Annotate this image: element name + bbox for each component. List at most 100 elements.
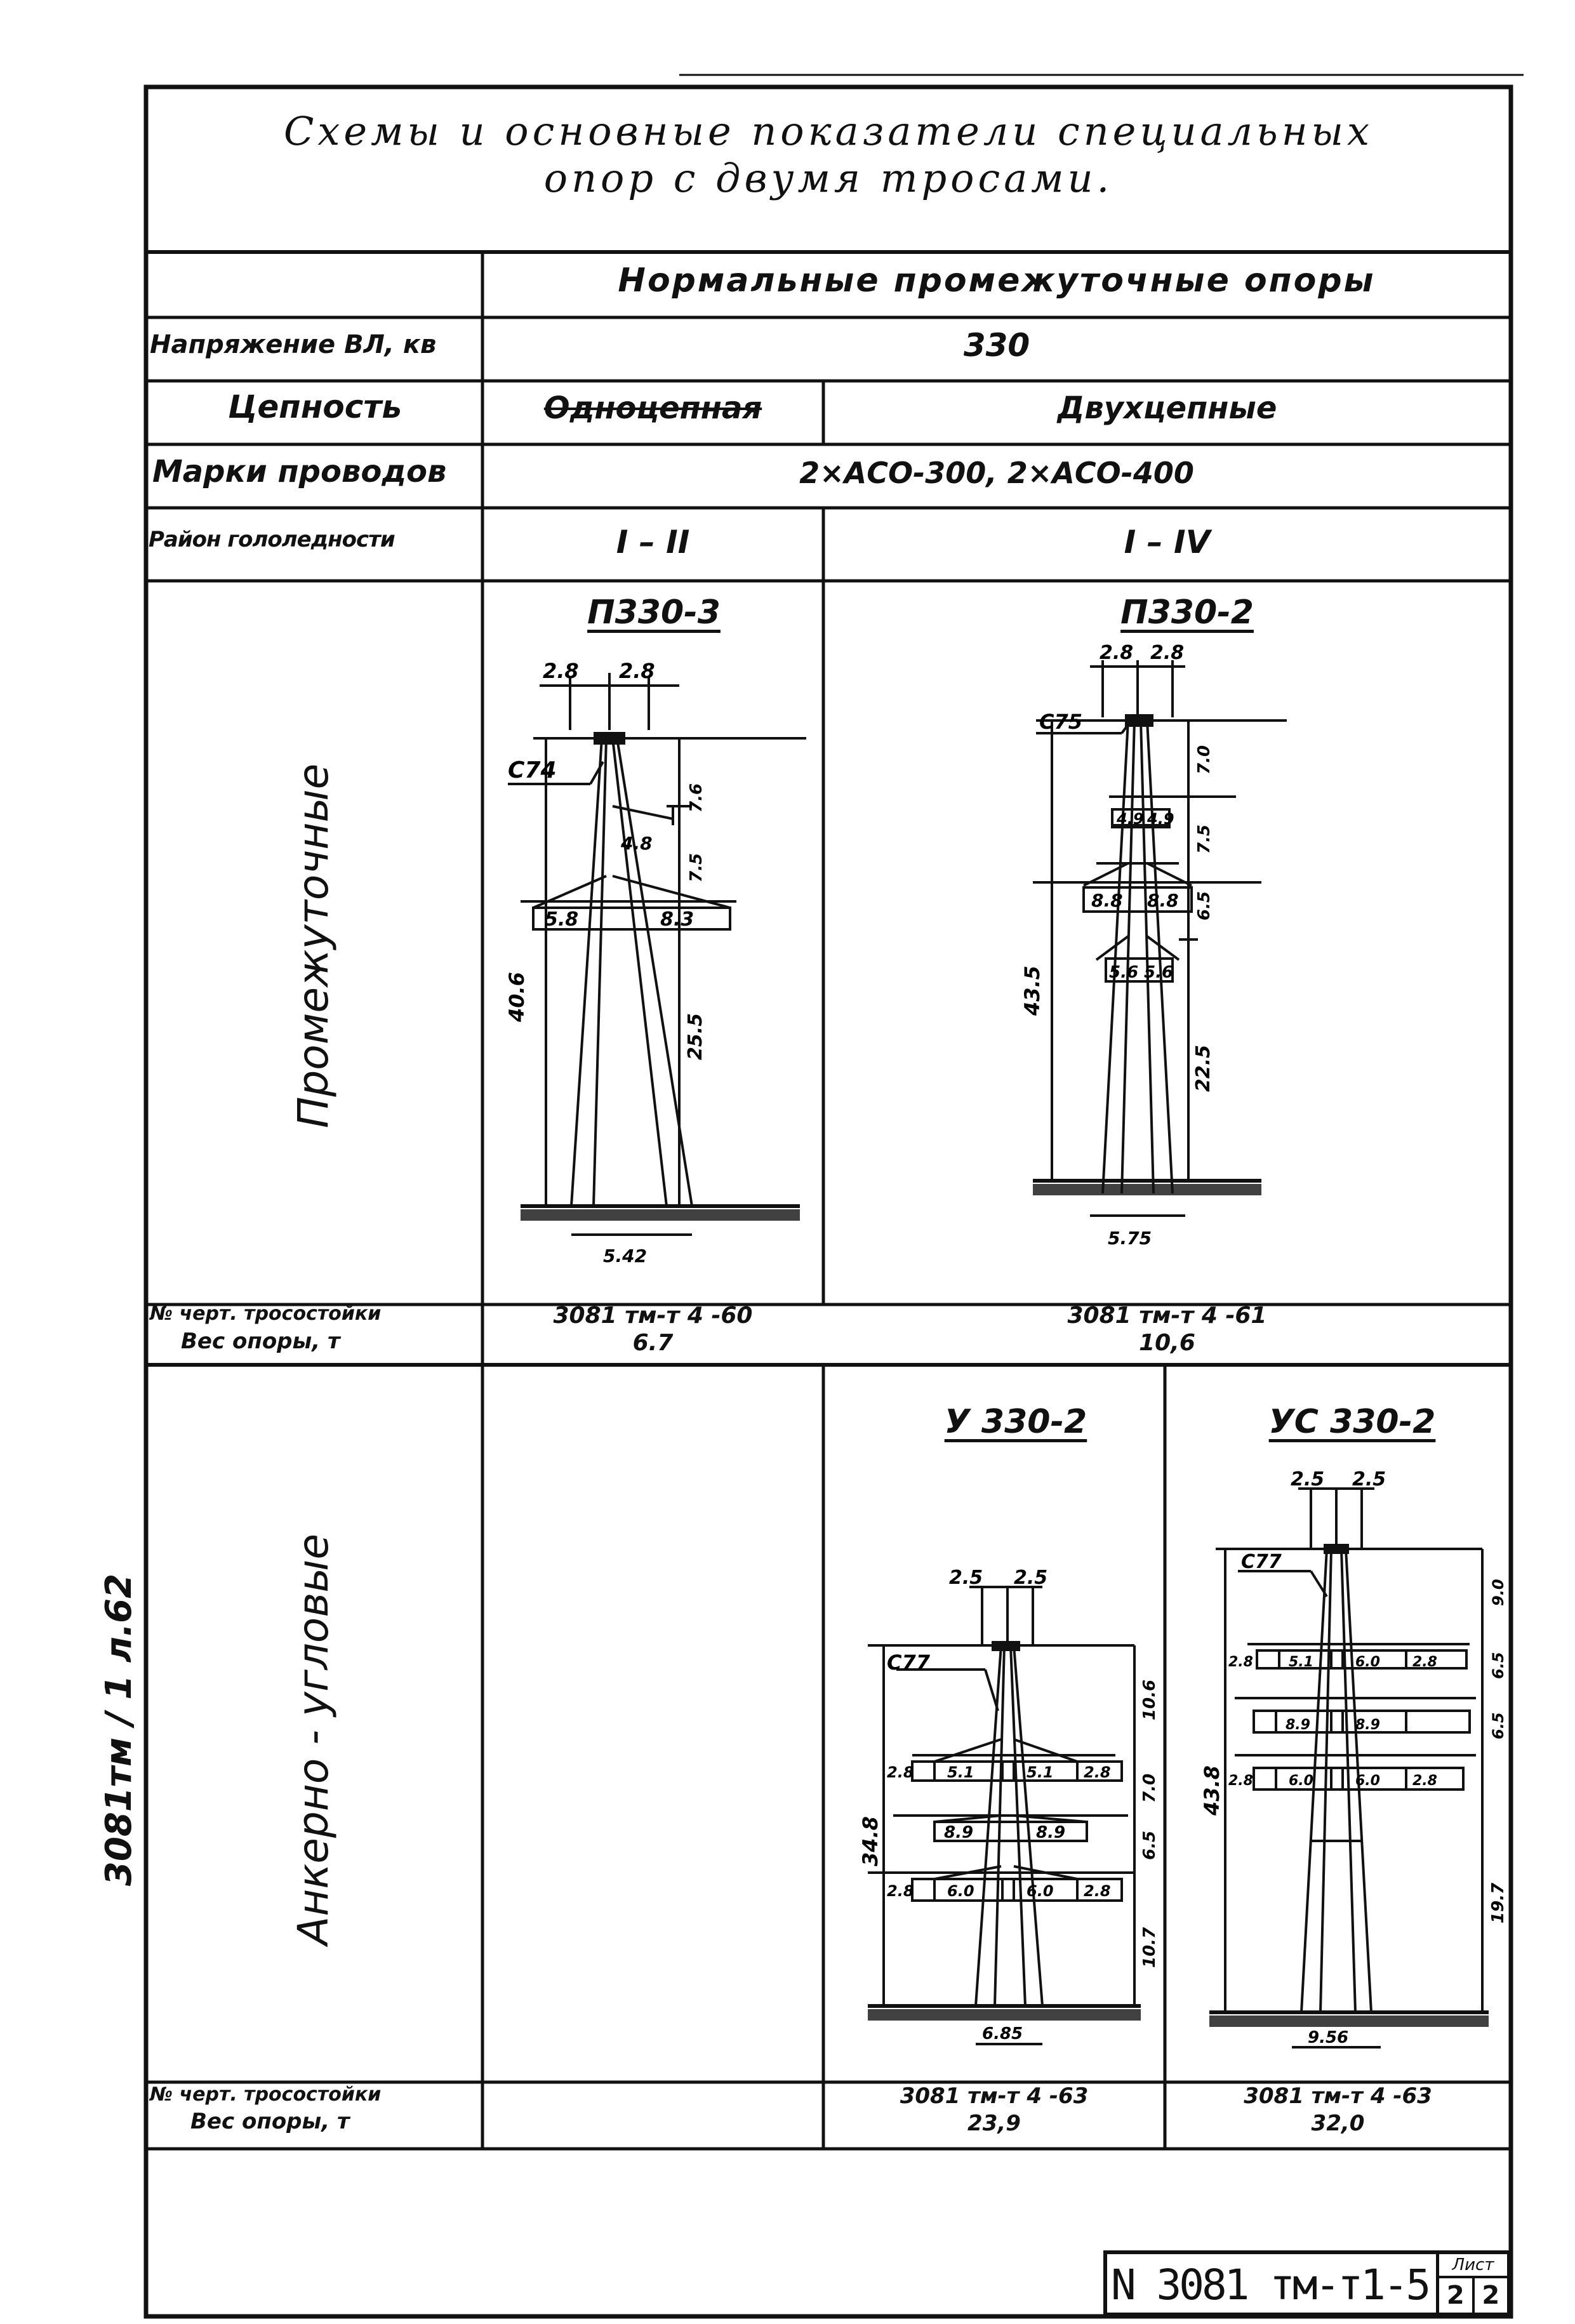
dim-h3: 6.5 <box>1140 1831 1159 1860</box>
circuit-label: Цепность <box>228 388 402 425</box>
dim-c-left: 2.8 <box>1228 1773 1253 1789</box>
dim-top-right: 2.8 <box>1150 642 1184 664</box>
dim-arm3-right: 5.6 <box>1144 963 1173 982</box>
u330-2-weight: 23,9 <box>967 2111 1021 2136</box>
dim-top-right: 2.5 <box>1352 1468 1386 1491</box>
dim-arm1-right: 4.9 <box>1146 810 1174 828</box>
dim-a2: 5.1 <box>1027 1763 1054 1781</box>
dim-b2: 8.9 <box>1355 1717 1380 1733</box>
wires-value: 2×АСО-300, 2×АСО-400 <box>799 456 1194 490</box>
dim-base: 5.75 <box>1108 1228 1152 1249</box>
dim-total-height: 43.5 <box>1020 966 1044 1016</box>
dim-h1: 7.0 <box>1195 745 1214 774</box>
wires-label: Марки проводов <box>152 454 447 489</box>
dim-a2: 6.0 <box>1355 1654 1380 1670</box>
dim-h4: 19.7 <box>1489 1882 1508 1923</box>
dim-h2: 6.5 <box>1489 1652 1507 1679</box>
dim-h4: 22.5 <box>1192 1045 1214 1092</box>
dim-h4: 10.7 <box>1140 1927 1159 1968</box>
dim-b2: 8.9 <box>1036 1823 1065 1842</box>
cable-label: С77 <box>1241 1551 1282 1573</box>
dim-arm2-right: 8.8 <box>1147 890 1179 911</box>
dim-arm1-left: 4.9 <box>1116 810 1144 828</box>
p330-3-drawing-no: 3081 тм-т 4 -60 <box>553 1303 753 1329</box>
dim-h2: 7.5 <box>687 853 706 882</box>
dim-c-left: 2.8 <box>887 1882 914 1900</box>
dim-total-height: 34.8 <box>858 1816 882 1866</box>
cable-label: С75 <box>1039 710 1082 734</box>
dim-base: 9.56 <box>1308 2028 1348 2047</box>
dim-h2: 7.0 <box>1140 1774 1159 1803</box>
header-normal-supports: Нормальные промежуточные опоры <box>618 262 1376 300</box>
sheet-number: 2 <box>1439 2278 1475 2313</box>
dim-top-left: 2.5 <box>949 1567 983 1589</box>
dim-h1: 9.0 <box>1489 1579 1507 1606</box>
dim-h2: 7.5 <box>1195 825 1214 854</box>
dim-arm-upper: 4.8 <box>620 833 653 854</box>
side-note: 3081тм / 1 л.62 <box>98 1573 140 1887</box>
sheet-cells: Лист 2 2 <box>1436 2254 1507 2313</box>
dim-top-right: 2.8 <box>619 659 655 683</box>
us330-2-weight: 32,0 <box>1311 2111 1365 2136</box>
ice-single: I – II <box>616 524 690 561</box>
dim-arm-lower-right: 8.3 <box>660 908 694 931</box>
dim-c2: 6.0 <box>1027 1882 1054 1900</box>
dim-a-left: 2.8 <box>887 1763 914 1781</box>
dim-h1: 10.6 <box>1140 1680 1159 1720</box>
dim-b1: 8.9 <box>944 1823 973 1842</box>
drawing-stamp: N 3081 тм-т1-5 Лист 2 2 <box>1103 2250 1511 2316</box>
dim-c1: 6.0 <box>947 1882 974 1900</box>
tower-name-us330-2: УС 330-2 <box>1268 1403 1436 1441</box>
dim-h1: 7.6 <box>687 783 706 813</box>
sheet-total: 2 <box>1482 2281 1500 2310</box>
intermediate-footer-label-2: Вес опоры, т <box>181 1329 340 1354</box>
circuit-double: Двухцепные <box>1057 390 1277 426</box>
dim-h3: 6.5 <box>1489 1712 1507 1739</box>
title-line-1: Схемы и основные показатели специальных <box>283 108 1374 154</box>
us330-2-drawing-no: 3081 тм-т 4 -63 <box>1244 2083 1432 2109</box>
p330-3-weight: 6.7 <box>632 1330 674 1356</box>
tower-diagram-p330-3: 2.8 2.8 С74 4.8 5.8 8.3 40.6 7.6 7.5 25.… <box>505 659 806 1266</box>
title-line-2: опор с двумя тросами. <box>543 155 1113 202</box>
dim-a-left: 2.8 <box>1228 1654 1253 1670</box>
drawing-number: N 3081 тм-т1-5 <box>1111 2261 1431 2309</box>
dim-arm-lower-left: 5.8 <box>545 908 578 931</box>
dim-a1: 5.1 <box>947 1763 974 1781</box>
tower-diagram-p330-2: 2.8 2.8 С75 4.9 4.9 8.8 8.8 5.6 5.6 43.5… <box>1020 642 1287 1249</box>
dim-base: 6.85 <box>982 2024 1023 2043</box>
dim-c1: 6.0 <box>1289 1773 1313 1789</box>
anchor-footer-label-1: № черт. тросостойки <box>150 2083 382 2106</box>
voltage-value: 330 <box>963 327 1030 364</box>
tower-name-p330-2: П330-2 <box>1120 594 1254 632</box>
cable-label: С74 <box>508 757 557 783</box>
dim-a-right: 2.8 <box>1412 1654 1437 1670</box>
tower-name-p330-3: П330-3 <box>587 594 721 632</box>
page-title: Схемы и основные показатели специальных … <box>146 108 1511 203</box>
dim-total-height: 43.8 <box>1200 1765 1224 1816</box>
dim-arm3-left: 5.6 <box>1109 963 1138 982</box>
p330-2-weight: 10,6 <box>1139 1330 1195 1356</box>
anchor-label: Анкерно - угловые <box>289 1534 338 1945</box>
sheet-label: Лист <box>1439 2254 1507 2278</box>
ice-double: I – IV <box>1124 524 1211 561</box>
dim-top-right: 2.5 <box>1014 1567 1047 1589</box>
p330-2-drawing-no: 3081 тм-т 4 -61 <box>1067 1303 1267 1329</box>
intermediate-footer-label-1: № черт. тросостойки <box>150 1303 382 1325</box>
dim-top-left: 2.5 <box>1291 1468 1324 1491</box>
dim-top-left: 2.8 <box>1100 642 1133 664</box>
tower-diagram-us330-2: 2.5 2.5 С77 2.8 5.1 6.0 2.8 8.9 8.9 2.8 … <box>1200 1468 1508 2048</box>
dim-a-right: 2.8 <box>1084 1763 1111 1781</box>
cable-label: С77 <box>887 1650 931 1675</box>
dim-arm2-left: 8.8 <box>1091 890 1123 911</box>
dim-c2: 6.0 <box>1355 1773 1380 1789</box>
dim-c-right: 2.8 <box>1084 1882 1111 1900</box>
tower-diagram-u330-2: 2.5 2.5 С77 2.8 5.1 5.1 2.8 8.9 8.9 2.8 … <box>858 1567 1159 2045</box>
intermediate-label: Промежуточные <box>289 763 338 1129</box>
voltage-label: Напряжение ВЛ, кв <box>150 330 437 359</box>
dim-b1: 8.9 <box>1286 1717 1310 1733</box>
dim-h3: 25.5 <box>684 1013 707 1060</box>
dim-h3: 6.5 <box>1195 891 1214 920</box>
dim-top-left: 2.8 <box>543 659 579 683</box>
dim-c-right: 2.8 <box>1412 1773 1437 1789</box>
